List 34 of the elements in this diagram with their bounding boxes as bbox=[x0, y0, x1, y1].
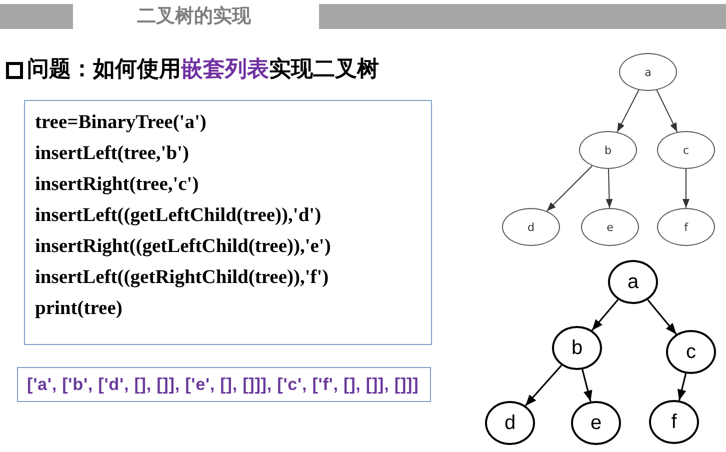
tree-node: e bbox=[571, 401, 621, 445]
arrow bbox=[682, 168, 690, 208]
code-line: insertLeft((getRightChild(tree)),'f') bbox=[35, 267, 329, 289]
arrow bbox=[591, 299, 619, 331]
tree-node: c bbox=[657, 131, 715, 169]
slide-title: 二叉树的实现 bbox=[137, 5, 251, 28]
output-panel bbox=[17, 367, 431, 402]
arrow bbox=[582, 369, 592, 402]
arrow bbox=[546, 165, 593, 212]
arrow bbox=[677, 373, 687, 401]
tree-node: f bbox=[649, 400, 699, 444]
code-line: insertRight(tree,'c') bbox=[35, 174, 199, 196]
tree-node: a bbox=[608, 260, 658, 304]
arrow bbox=[606, 168, 613, 208]
tree-node: e bbox=[581, 208, 639, 246]
tree-node: a bbox=[619, 53, 677, 91]
code-line: insertRight((getLeftChild(tree)),'e') bbox=[35, 236, 331, 258]
tree-node: c bbox=[666, 330, 716, 374]
tree-node: b bbox=[552, 326, 602, 370]
arrow bbox=[647, 299, 677, 335]
tree-node: d bbox=[485, 401, 535, 445]
code-line: insertLeft((getLeftChild(tree)),'d') bbox=[35, 205, 322, 227]
question-heading: 问题：如何使用嵌套列表实现二叉树 bbox=[27, 56, 379, 84]
tree-node: d bbox=[502, 208, 560, 246]
code-line: insertLeft(tree,'b') bbox=[35, 143, 189, 165]
tree-node: b bbox=[579, 131, 637, 169]
code-line: print(tree) bbox=[35, 298, 122, 320]
code-line: tree=BinaryTree('a') bbox=[35, 112, 206, 134]
arrow bbox=[524, 364, 562, 406]
arrow bbox=[616, 90, 640, 132]
tree-node: f bbox=[657, 208, 715, 246]
output-text: ['a', ['b', ['d', [], []], ['e', [], []]], ['c', ['f', [], []], []]] bbox=[27, 374, 419, 394]
code-panel bbox=[24, 100, 432, 345]
arrow bbox=[656, 90, 678, 132]
